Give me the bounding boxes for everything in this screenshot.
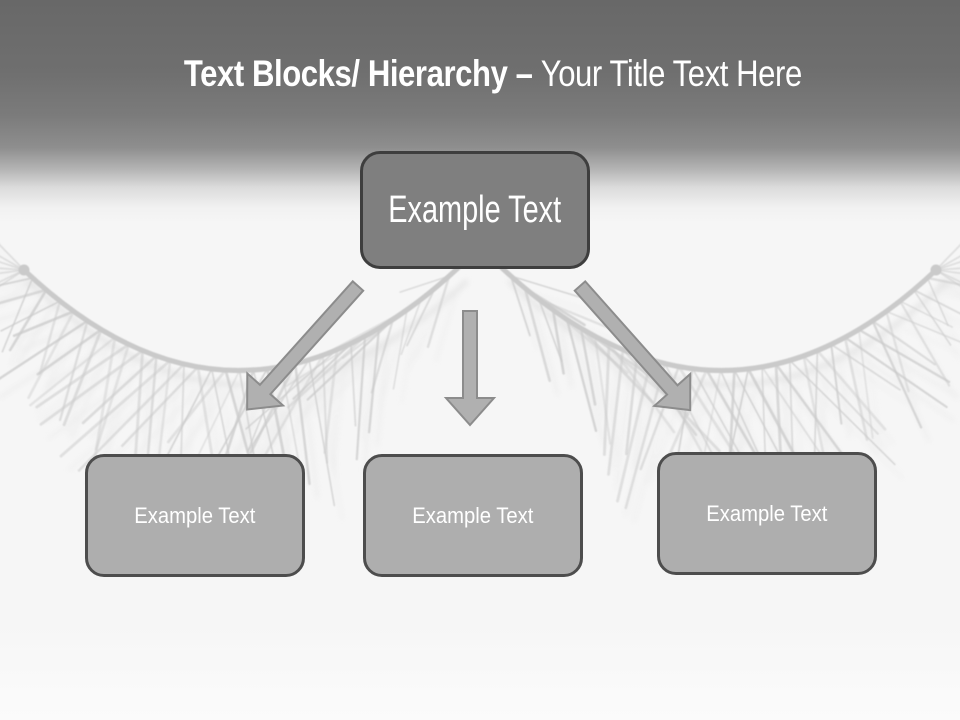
child-node-1: Example Text — [85, 454, 305, 577]
slide-title: Text Blocks/ Hierarchy – Your Title Text… — [0, 52, 960, 96]
title-bold-segment: Text Blocks/ Hierarchy – — [183, 53, 541, 94]
arrow-down-right-icon — [573, 279, 692, 412]
arrow-down-icon — [443, 310, 497, 427]
child-node-2-label: Example Text — [412, 502, 534, 528]
slide-title-text: Text Blocks/ Hierarchy – Your Title Text… — [183, 52, 801, 96]
title-regular-segment: Your Title Text Here — [540, 53, 802, 94]
child-node-3: Example Text — [657, 452, 877, 575]
root-node: Example Text — [360, 151, 590, 269]
child-node-1-label: Example Text — [134, 502, 256, 528]
child-node-3-label: Example Text — [706, 500, 828, 526]
child-node-2: Example Text — [363, 454, 583, 577]
arrow-down-left-icon — [246, 279, 365, 411]
root-node-label: Example Text — [388, 188, 562, 231]
